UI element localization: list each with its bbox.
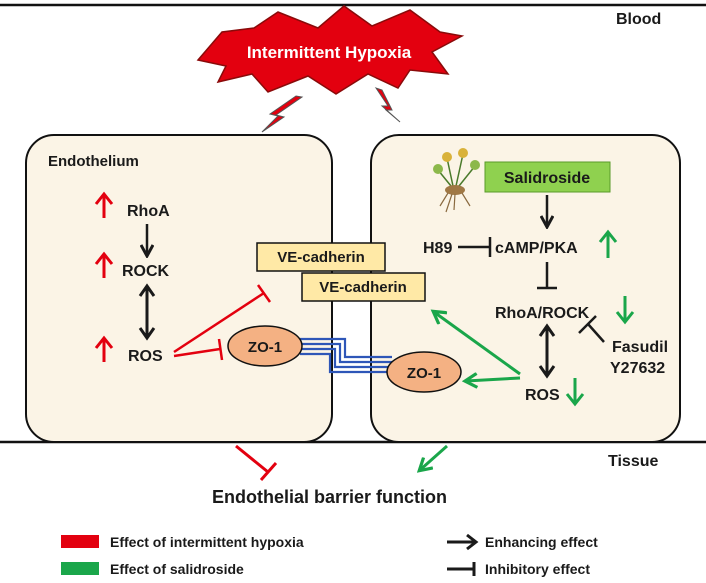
barrier-function-label: Endothelial barrier function	[212, 487, 447, 507]
ve-cadherin-box-2	[301, 272, 426, 302]
stimulus-label: Intermittent Hypoxia	[247, 43, 412, 62]
red-up-arrow-rhoa-icon	[94, 191, 114, 218]
green-down-arrow-rhoa-rock-icon	[615, 296, 635, 325]
lightning-bolt-icon	[374, 87, 401, 123]
rhoa-label: RhoA	[127, 203, 170, 220]
tissue-label: Tissue	[608, 453, 659, 470]
left-endothelial-cell	[25, 134, 333, 443]
camp-inhibits-rhoa-rock	[537, 262, 557, 290]
rock-label: ROCK	[122, 263, 170, 280]
ros-to-zo1-green-arrow	[466, 378, 521, 381]
legend-red-swatch	[61, 535, 99, 548]
left-cell-title: Endothelium	[48, 153, 139, 170]
legend-enhancing-arrow-icon	[447, 533, 479, 551]
intermittent-hypoxia-burst	[196, 5, 465, 95]
h89-inhibits-camp	[458, 237, 492, 257]
ve-cadherin-label-1: VE-cadherin	[277, 249, 365, 266]
green-up-arrow-camp-icon	[598, 229, 618, 258]
legend-green-label: Effect of salidroside	[110, 561, 244, 577]
zo1-protein-right	[386, 351, 462, 393]
legend-inhibitory-label: Inhibitory effect	[485, 561, 590, 577]
camp-pka-label: cAMP/PKA	[495, 240, 578, 257]
blood-label: Blood	[616, 11, 661, 28]
legend-green-swatch	[61, 562, 99, 575]
fasudil-inhibits-rhoa-rock	[578, 315, 605, 343]
zo1-protein-left	[227, 325, 303, 367]
rhodiola-plant-icon	[433, 148, 480, 213]
ve-cadherin-label-2: VE-cadherin	[319, 279, 407, 296]
salidroside-enhances-barrier-arrow	[420, 444, 448, 470]
ros-to-ve-cadherin-green-arrow	[434, 312, 521, 376]
red-up-arrow-ros-icon	[94, 335, 114, 362]
h89-label: H89	[423, 240, 452, 257]
rhoa-rock-label: RhoA/ROCK	[495, 305, 590, 322]
hypoxia-inhibits-barrier	[235, 444, 278, 481]
ros-inhibits-zo1	[173, 338, 224, 361]
salidroside-label: Salidroside	[504, 170, 590, 187]
fasudil-label: Fasudil	[612, 339, 668, 356]
ve-cadherin-box-1	[256, 242, 386, 272]
salidroside-box	[484, 161, 611, 193]
tight-junction-strands	[300, 337, 392, 374]
zo1-label-left: ZO-1	[248, 339, 282, 356]
ros-label-left: ROS	[128, 348, 163, 365]
legend-enhancing-label: Enhancing effect	[485, 534, 598, 550]
lightning-bolt-icon	[261, 95, 304, 133]
ros-inhibits-ve-cadherin	[173, 284, 272, 354]
legend-inhibitory-icon	[447, 562, 476, 576]
red-up-arrow-rock-icon	[94, 251, 114, 278]
legend-red-label: Effect of intermittent hypoxia	[110, 534, 304, 550]
green-down-arrow-ros-icon	[565, 378, 585, 407]
rhoa-rock-ros-bidirectional-arrow	[538, 323, 556, 379]
zo1-label-right: ZO-1	[407, 365, 441, 382]
y27632-label: Y27632	[610, 360, 665, 377]
ros-label-right: ROS	[525, 387, 560, 404]
rock-ros-bidirectional-arrow	[138, 283, 156, 341]
